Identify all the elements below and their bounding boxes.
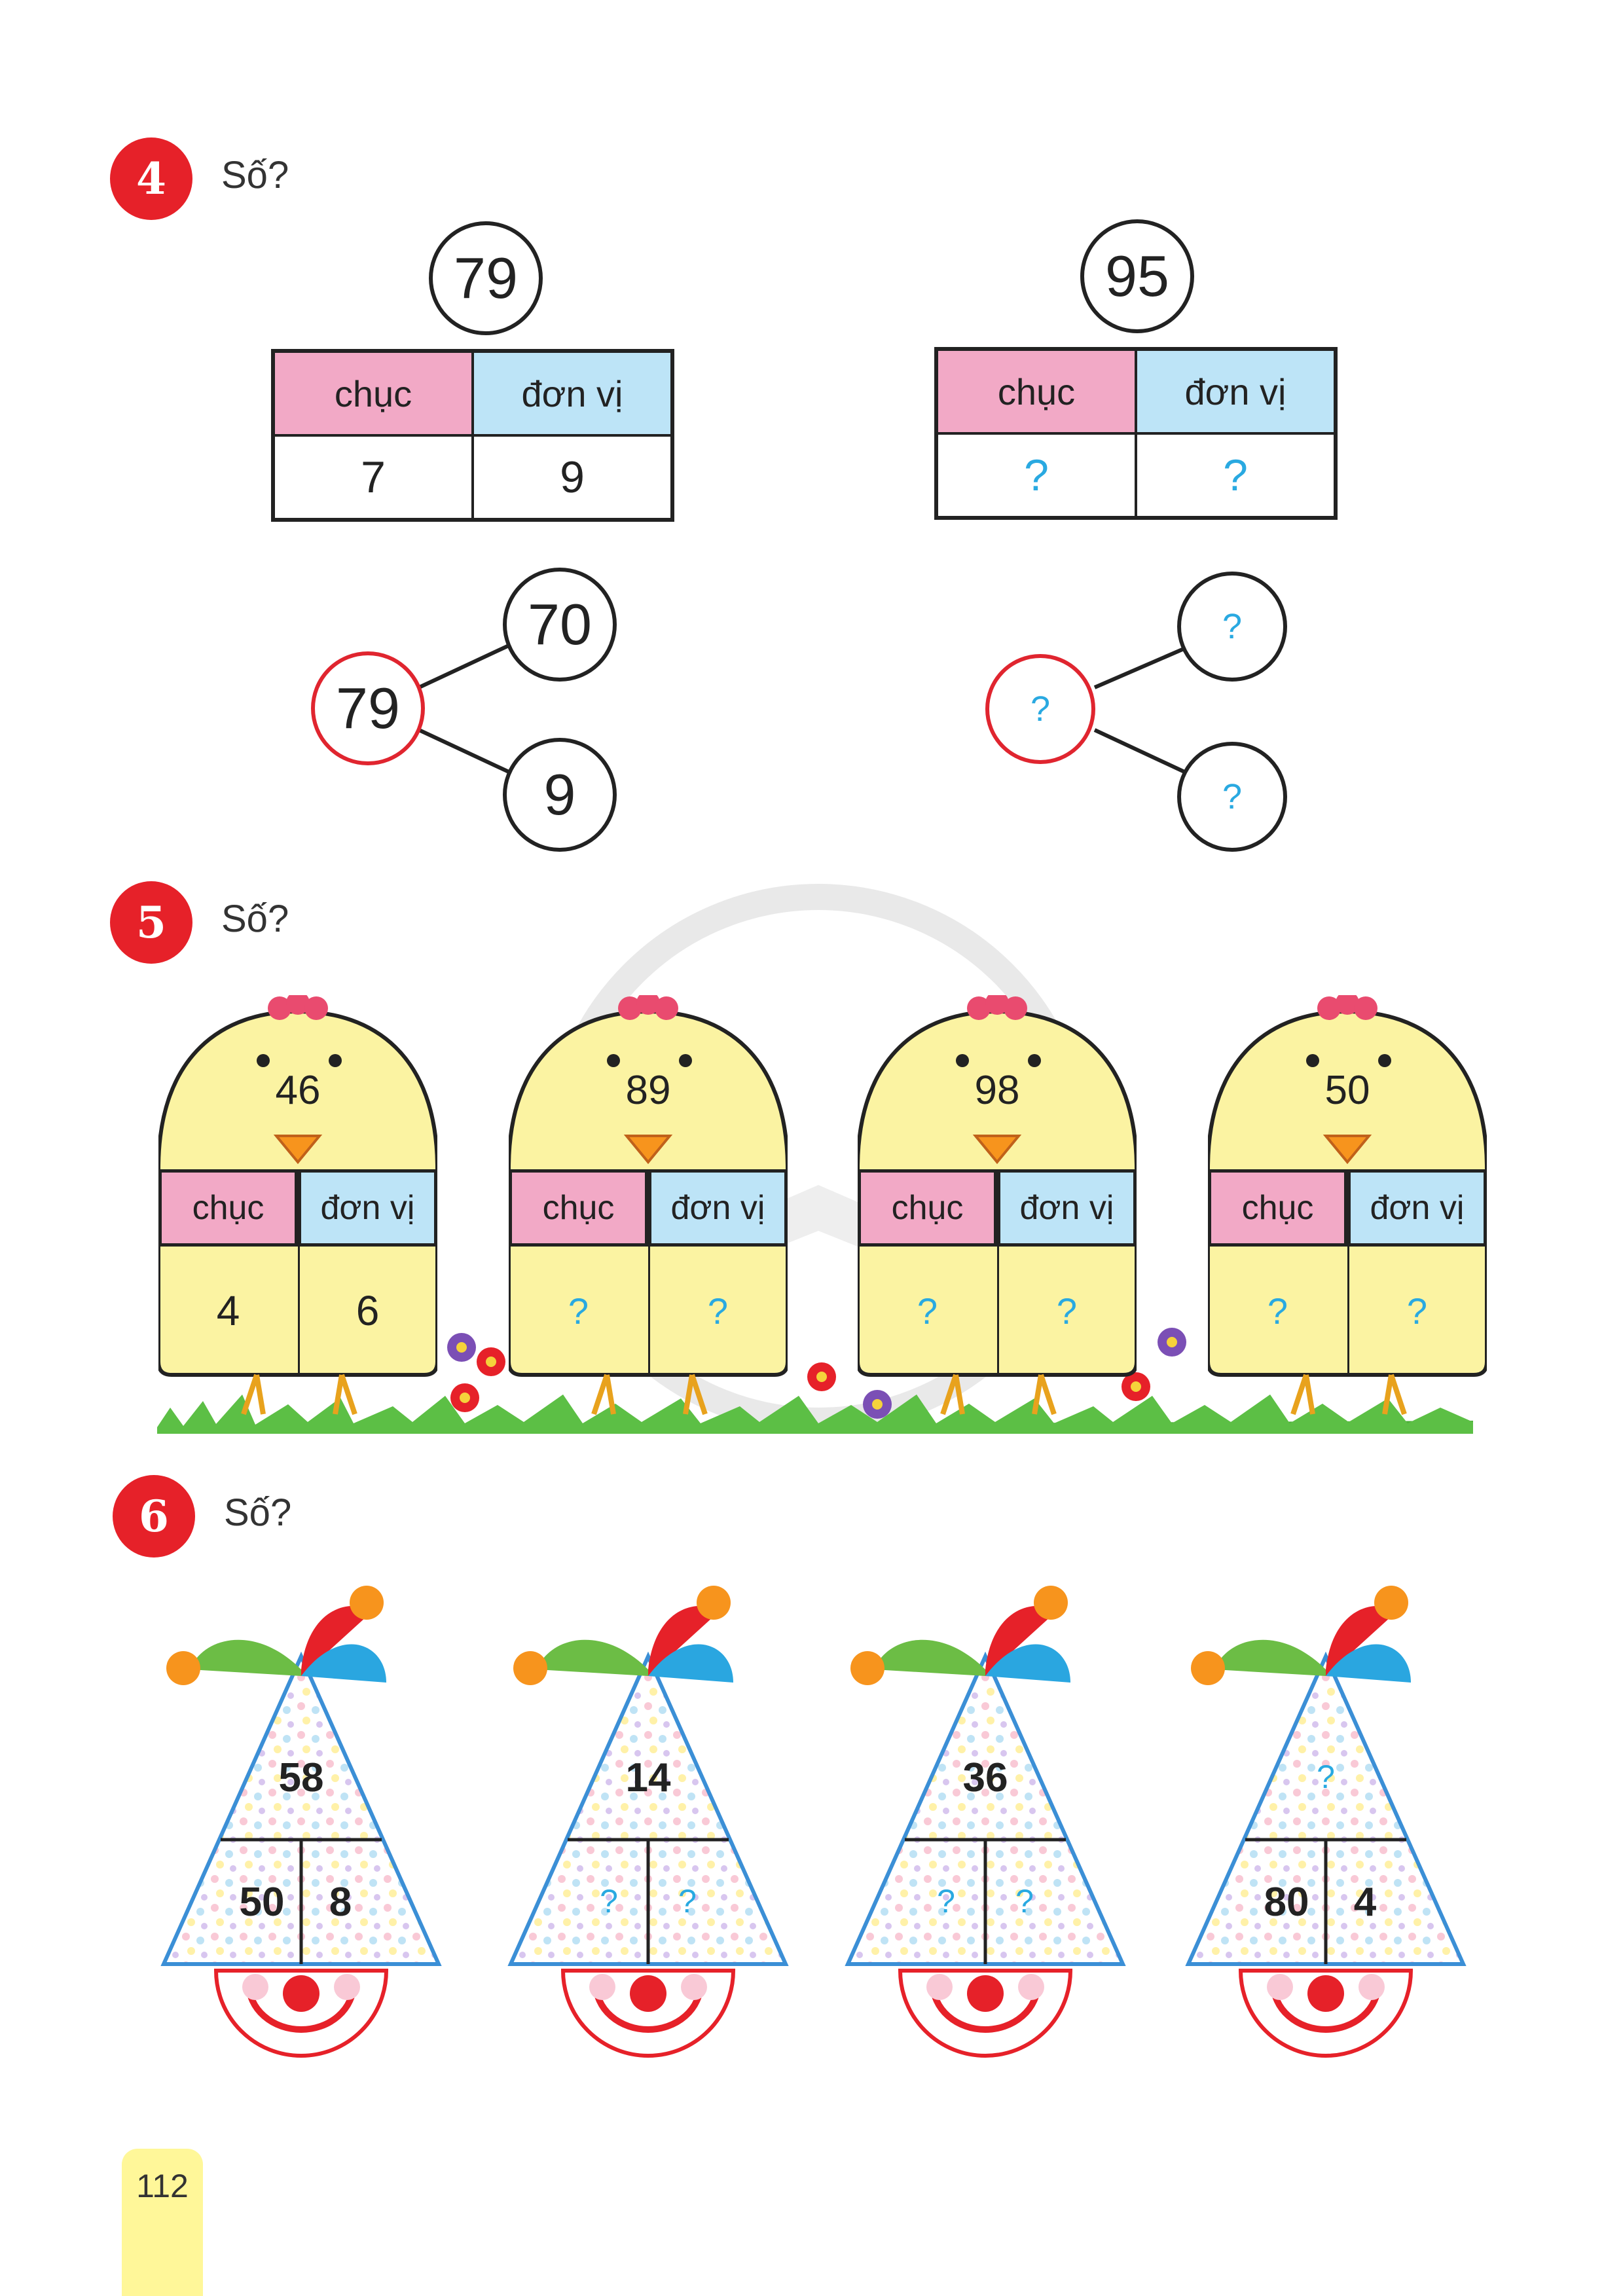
split-lines-left [418, 640, 1194, 778]
chick-number: 98 [974, 1068, 1020, 1113]
header-don-vi: đơn vị [1347, 1169, 1487, 1247]
hat-left-number: 50 [239, 1880, 285, 1925]
answer-don-vi[interactable]: ? [1135, 432, 1337, 519]
hat-top-number: 14 [625, 1755, 671, 1800]
place-value-table-right: chục đơn vị ? ? [934, 347, 1338, 520]
hat-right-answer[interactable]: ? [678, 1883, 697, 1920]
hat-left-answer[interactable]: ? [600, 1883, 618, 1920]
question-5-title: Số? [221, 898, 289, 940]
flower-decorations [447, 1328, 1186, 1419]
chick-4: 50 chục đơn vị ? ? [1208, 995, 1487, 1427]
header-chuc: chục [935, 348, 1137, 435]
chick-2: 89 chục đơn vị ? ? [509, 995, 788, 1427]
value-don-vi: 9 [471, 434, 674, 521]
question-4-badge: 4 [110, 137, 192, 220]
header-don-vi: đơn vị [648, 1169, 788, 1247]
header-don-vi: đơn vị [1135, 348, 1337, 435]
value-chuc: 4 [158, 1247, 300, 1375]
hat-left-number: 80 [1264, 1880, 1309, 1925]
question-5-badge: 5 [110, 881, 192, 964]
grass-strip [157, 1394, 1473, 1434]
hat-top-answer[interactable]: ? [1317, 1758, 1335, 1795]
answer-don-vi[interactable]: ? [1406, 1290, 1428, 1332]
answer-chuc[interactable]: ? [509, 1247, 650, 1375]
chick-3: 98 chục đơn vị ? ? [858, 995, 1137, 1427]
split-part-tens-answer-right[interactable]: ? [1177, 572, 1287, 682]
clown-4: ? 80 4 [1175, 1584, 1476, 2069]
header-don-vi: đơn vị [997, 1169, 1137, 1247]
answer-don-vi[interactable]: ? [1056, 1290, 1078, 1332]
question-6-title: Số? [224, 1491, 292, 1534]
clown-hat-icon [845, 1586, 1126, 2058]
value-chuc: 7 [272, 434, 474, 521]
clown-3: 36 ? ? [835, 1584, 1136, 2069]
header-chuc: chục [1208, 1169, 1347, 1247]
hat-top-number: 58 [278, 1755, 324, 1800]
clown-2: 14 ? ? [498, 1584, 799, 2069]
hat-right-number: 8 [329, 1880, 352, 1925]
hat-right-answer[interactable]: ? [1015, 1883, 1034, 1920]
split-part-tens-left: 70 [503, 568, 617, 682]
total-circle-left: 79 [429, 221, 543, 335]
header-don-vi: đơn vị [471, 350, 674, 437]
split-part-units-answer-right[interactable]: ? [1177, 742, 1287, 852]
page-number: 112 [136, 2168, 189, 2204]
clown-hat-icon [1185, 1586, 1467, 2058]
total-circle-right: 95 [1080, 219, 1194, 333]
place-value-table-left: chục đơn vị 7 9 [271, 349, 674, 522]
answer-chuc[interactable]: ? [935, 432, 1137, 519]
chick-number: 89 [625, 1068, 671, 1113]
split-whole-circle-left: 79 [311, 651, 425, 765]
split-part-units-left: 9 [503, 738, 617, 852]
hat-left-answer[interactable]: ? [937, 1883, 955, 1920]
answer-chuc[interactable]: ? [858, 1247, 999, 1375]
chick-1: 46 chục đơn vị 4 6 [158, 995, 437, 1427]
clown-hat-icon [507, 1586, 789, 2058]
header-chuc: chục [509, 1169, 648, 1247]
page-number-tab [122, 2149, 203, 2296]
header-chuc: chục [858, 1169, 997, 1247]
answer-don-vi[interactable]: ? [707, 1290, 729, 1332]
clown-hat-icon [160, 1586, 442, 2058]
split-whole-answer-right[interactable]: ? [985, 654, 1095, 764]
clown-1: 58 50 8 [151, 1584, 452, 2069]
hat-right-number: 4 [1353, 1880, 1377, 1925]
question-4-title: Số? [221, 154, 289, 196]
question-6-badge: 6 [113, 1475, 195, 1558]
chick-number: 46 [275, 1068, 321, 1113]
chick-number: 50 [1324, 1068, 1370, 1113]
header-chuc: chục [272, 350, 474, 437]
header-chuc: chục [158, 1169, 298, 1247]
value-don-vi: 6 [356, 1287, 380, 1334]
hat-top-number: 36 [962, 1755, 1008, 1800]
header-don-vi: đơn vị [298, 1169, 437, 1247]
answer-chuc[interactable]: ? [1208, 1247, 1349, 1375]
